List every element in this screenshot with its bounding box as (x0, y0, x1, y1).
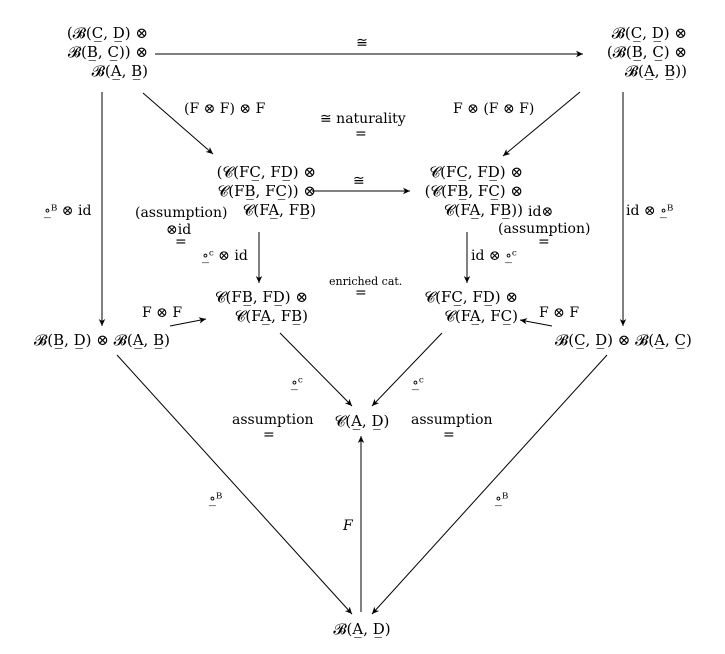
node-low-left: 𝓒(FB̲, FD̲) ⊗ 𝓒(FA̲, FB̲) (196, 288, 308, 326)
label-enriched: enriched cat. (329, 275, 403, 288)
label-comp-c-right: ∘̲ᶜ (412, 375, 424, 391)
label-id-comp-c: id ⊗ ∘̲ᶜ (471, 248, 517, 264)
arrow-sideleft-to-lowleft (169, 317, 207, 327)
arrow-sideright-to-lowright (519, 318, 553, 327)
node-top-right-line-3: 𝓑(A̲, B̲)) (624, 62, 687, 80)
node-low-right-line-2: 𝓒(FA̲, FC̲) (444, 307, 518, 325)
label-comp-b-left: ∘̲ᴮ (209, 491, 223, 507)
label-fxf-left: F ⊗ F (142, 305, 183, 321)
arrow-lowright-to-center (371, 332, 443, 407)
node-mid-left: (𝓒(FC̲, FD̲) ⊗ 𝓒(FB̲, FC̲)) ⊗ 𝓒(FA̲, FB̲… (192, 163, 316, 220)
label-tl-tensor: (F ⊗ F) ⊗ F (184, 101, 266, 117)
node-low-right-line-1: 𝓒(FC̲, FD̲) ⊗ (424, 288, 518, 306)
node-side-right: 𝓑(C̲, D̲) ⊗ 𝓑(A̲, C̲) (555, 331, 692, 349)
node-mid-left-line-1: (𝓒(FC̲, FD̲) ⊗ (216, 163, 316, 181)
label-F: F (343, 518, 353, 534)
label-assumption-left-1: (assumption) (135, 205, 228, 221)
label-comp-c-id: ∘̲ᶜ ⊗ id (202, 248, 248, 264)
node-mid-right-line-1: 𝓒(FC̲, FD̲) ⊗ (429, 163, 523, 181)
label-top-iso: ≅ (356, 35, 368, 51)
node-mid-left-line-3: 𝓒(FA̲, FB̲) (242, 201, 316, 219)
label-right-vertical: id ⊗ ∘̲ᴮ (626, 203, 674, 219)
node-top-left: (𝓑(C̲, D̲) ⊗ 𝓑(B̲, C̲)) ⊗ 𝓑(A̲, B̲) (40, 24, 148, 81)
node-low-left-line-2: 𝓒(FA̲, FB̲) (234, 307, 308, 325)
label-naturality: ≅ naturality (320, 111, 406, 127)
label-assumption-right-1: id⊗ (528, 204, 554, 220)
node-top-right-line-1: 𝓑(C̲, D̲) ⊗ (611, 24, 687, 42)
label-assumption-right-eq: = (538, 234, 550, 250)
node-top-left-line-3: 𝓑(A̲, B̲) (91, 62, 148, 80)
node-mid-right-line-2: (𝓒(FB̲, FC̲) ⊗ (424, 182, 523, 200)
label-fxf-right: F ⊗ F (539, 305, 580, 321)
node-low-right: 𝓒(FC̲, FD̲) ⊗ 𝓒(FA̲, FC̲) (410, 288, 518, 326)
node-top-right: 𝓑(C̲, D̲) ⊗ (𝓑(B̲, C̲) ⊗ 𝓑(A̲, B̲)) (575, 24, 687, 81)
arrow-lowleft-to-center (279, 332, 353, 407)
node-top-right-line-2: (𝓑(B̲, C̲) ⊗ (606, 43, 687, 61)
label-naturality-eq: = (355, 126, 367, 142)
label-assumption-right-2: (assumption) (498, 221, 591, 237)
arrow-tl-to-midleft (142, 92, 214, 155)
label-assumption-l: assumption (232, 412, 314, 428)
node-side-left: 𝓑(B̲, D̲) ⊗ 𝓑(A̲, B̲) (34, 331, 170, 349)
arrow-sideleft-to-bottom (116, 354, 353, 615)
label-assumption-left-2: ⊗id (166, 222, 192, 238)
label-assumption-left-eq: = (175, 234, 187, 250)
label-assumption-r-eq: = (443, 427, 455, 443)
label-comp-b-right: ∘̲ᴮ (495, 491, 509, 507)
label-assumption-r: assumption (411, 412, 493, 428)
node-center: 𝓒(A̲, D̲) (334, 412, 390, 430)
label-enriched-eq: = (355, 285, 367, 301)
label-tr-tensor: F ⊗ (F ⊗ F) (453, 101, 535, 117)
arrow-sideright-to-bottom (371, 354, 608, 615)
label-left-vertical: ∘̲ᴮ ⊗ id (44, 203, 92, 219)
label-mid-iso: ≅ (353, 173, 365, 189)
arrow-tr-to-midright (502, 91, 581, 157)
node-mid-right: 𝓒(FC̲, FD̲) ⊗ (𝓒(FB̲, FC̲) ⊗ 𝓒(FA̲, FB̲)… (405, 163, 523, 220)
node-top-left-line-2: 𝓑(B̲, C̲)) ⊗ (67, 43, 148, 61)
node-low-left-line-1: 𝓒(FB̲, FD̲) ⊗ (214, 288, 308, 306)
node-bottom: 𝓑(A̲, D̲) (333, 620, 391, 638)
node-top-left-line-1: (𝓑(C̲, D̲) ⊗ (66, 24, 148, 42)
label-assumption-l-eq: = (263, 427, 275, 443)
node-mid-right-line-3: 𝓒(FA̲, FB̲)) (443, 201, 523, 219)
label-comp-c-left: ∘̲ᶜ (291, 375, 303, 391)
node-mid-left-line-2: 𝓒(FB̲, FC̲)) ⊗ (217, 182, 316, 200)
